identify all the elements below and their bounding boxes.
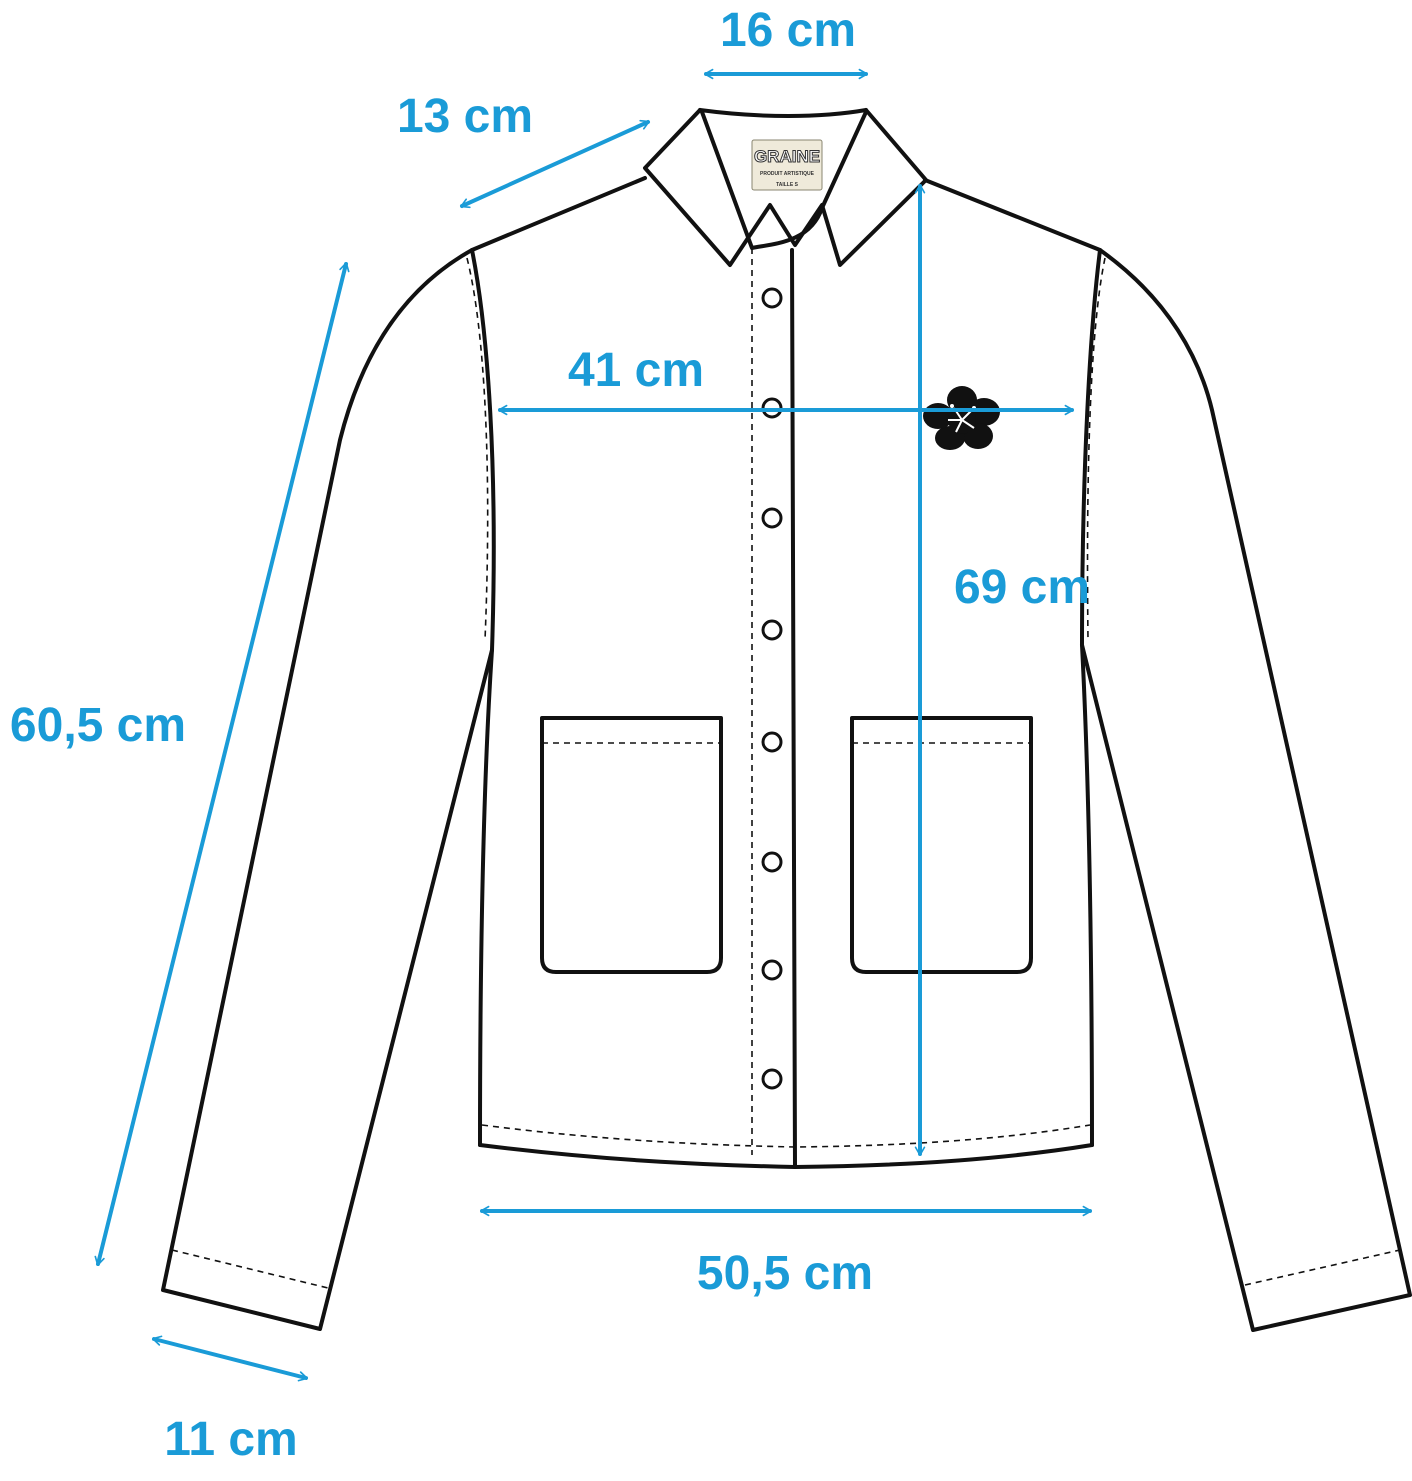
- shirt-hem: [478, 1143, 1094, 1169]
- cuff-width-label: 11 cm: [164, 1413, 297, 1466]
- button-icon: [761, 287, 783, 309]
- button-icon: [761, 959, 783, 981]
- right-pocket: [850, 716, 1033, 974]
- left-armhole-seam: [466, 257, 489, 641]
- button-icon: [761, 1068, 783, 1090]
- cuff-width-arrow: [152, 1335, 308, 1382]
- button-icon: [761, 507, 783, 529]
- total-length-label: 69 cm: [954, 561, 1090, 614]
- sleeve-length-arrow: [94, 262, 350, 1266]
- chest-width-label: 41 cm: [568, 344, 704, 397]
- button-icon: [761, 851, 783, 873]
- shoulder-arrow: [460, 119, 650, 209]
- collar-inner-back: [700, 110, 868, 250]
- left-pocket: [540, 716, 723, 974]
- brand-neck-label: GRAINE PRODUIT ARTISTIQUE TAILLE S: [751, 139, 823, 191]
- button-icon: [761, 619, 783, 641]
- right-cuff-seam: [1244, 1249, 1401, 1286]
- shirt-drawing: GRAINE PRODUIT ARTISTIQUE TAILLE S: [161, 108, 1412, 1332]
- label-line-1: PRODUIT ARTISTIQUE: [760, 171, 815, 177]
- hem-width-label: 50,5 cm: [697, 1247, 873, 1300]
- right-sleeve: [923, 178, 1412, 1332]
- label-line-2: TAILLE S: [776, 182, 799, 188]
- sleeve-length-label: 60,5 cm: [10, 699, 186, 752]
- collar-stand: [698, 108, 868, 118]
- left-cuff-seam: [171, 1249, 329, 1289]
- shoulder-label: 13 cm: [397, 90, 533, 143]
- collar: [643, 108, 928, 267]
- right-armhole-seam: [1086, 257, 1106, 641]
- placket-edge: [790, 248, 797, 1169]
- hem-stitch: [481, 1124, 1091, 1148]
- collar-width-label: 16 cm: [720, 4, 856, 57]
- hibiscus-icon: [923, 386, 1000, 450]
- brand-name: GRAINE: [754, 147, 820, 166]
- shirt-body-right-side: [1080, 248, 1102, 1147]
- button-icon: [761, 731, 783, 753]
- measurements: 16 cm 13 cm 60,5 cm 41 cm 69 cm 50,5 cm …: [10, 4, 1092, 1466]
- shirt-body-left-side: [470, 248, 496, 1147]
